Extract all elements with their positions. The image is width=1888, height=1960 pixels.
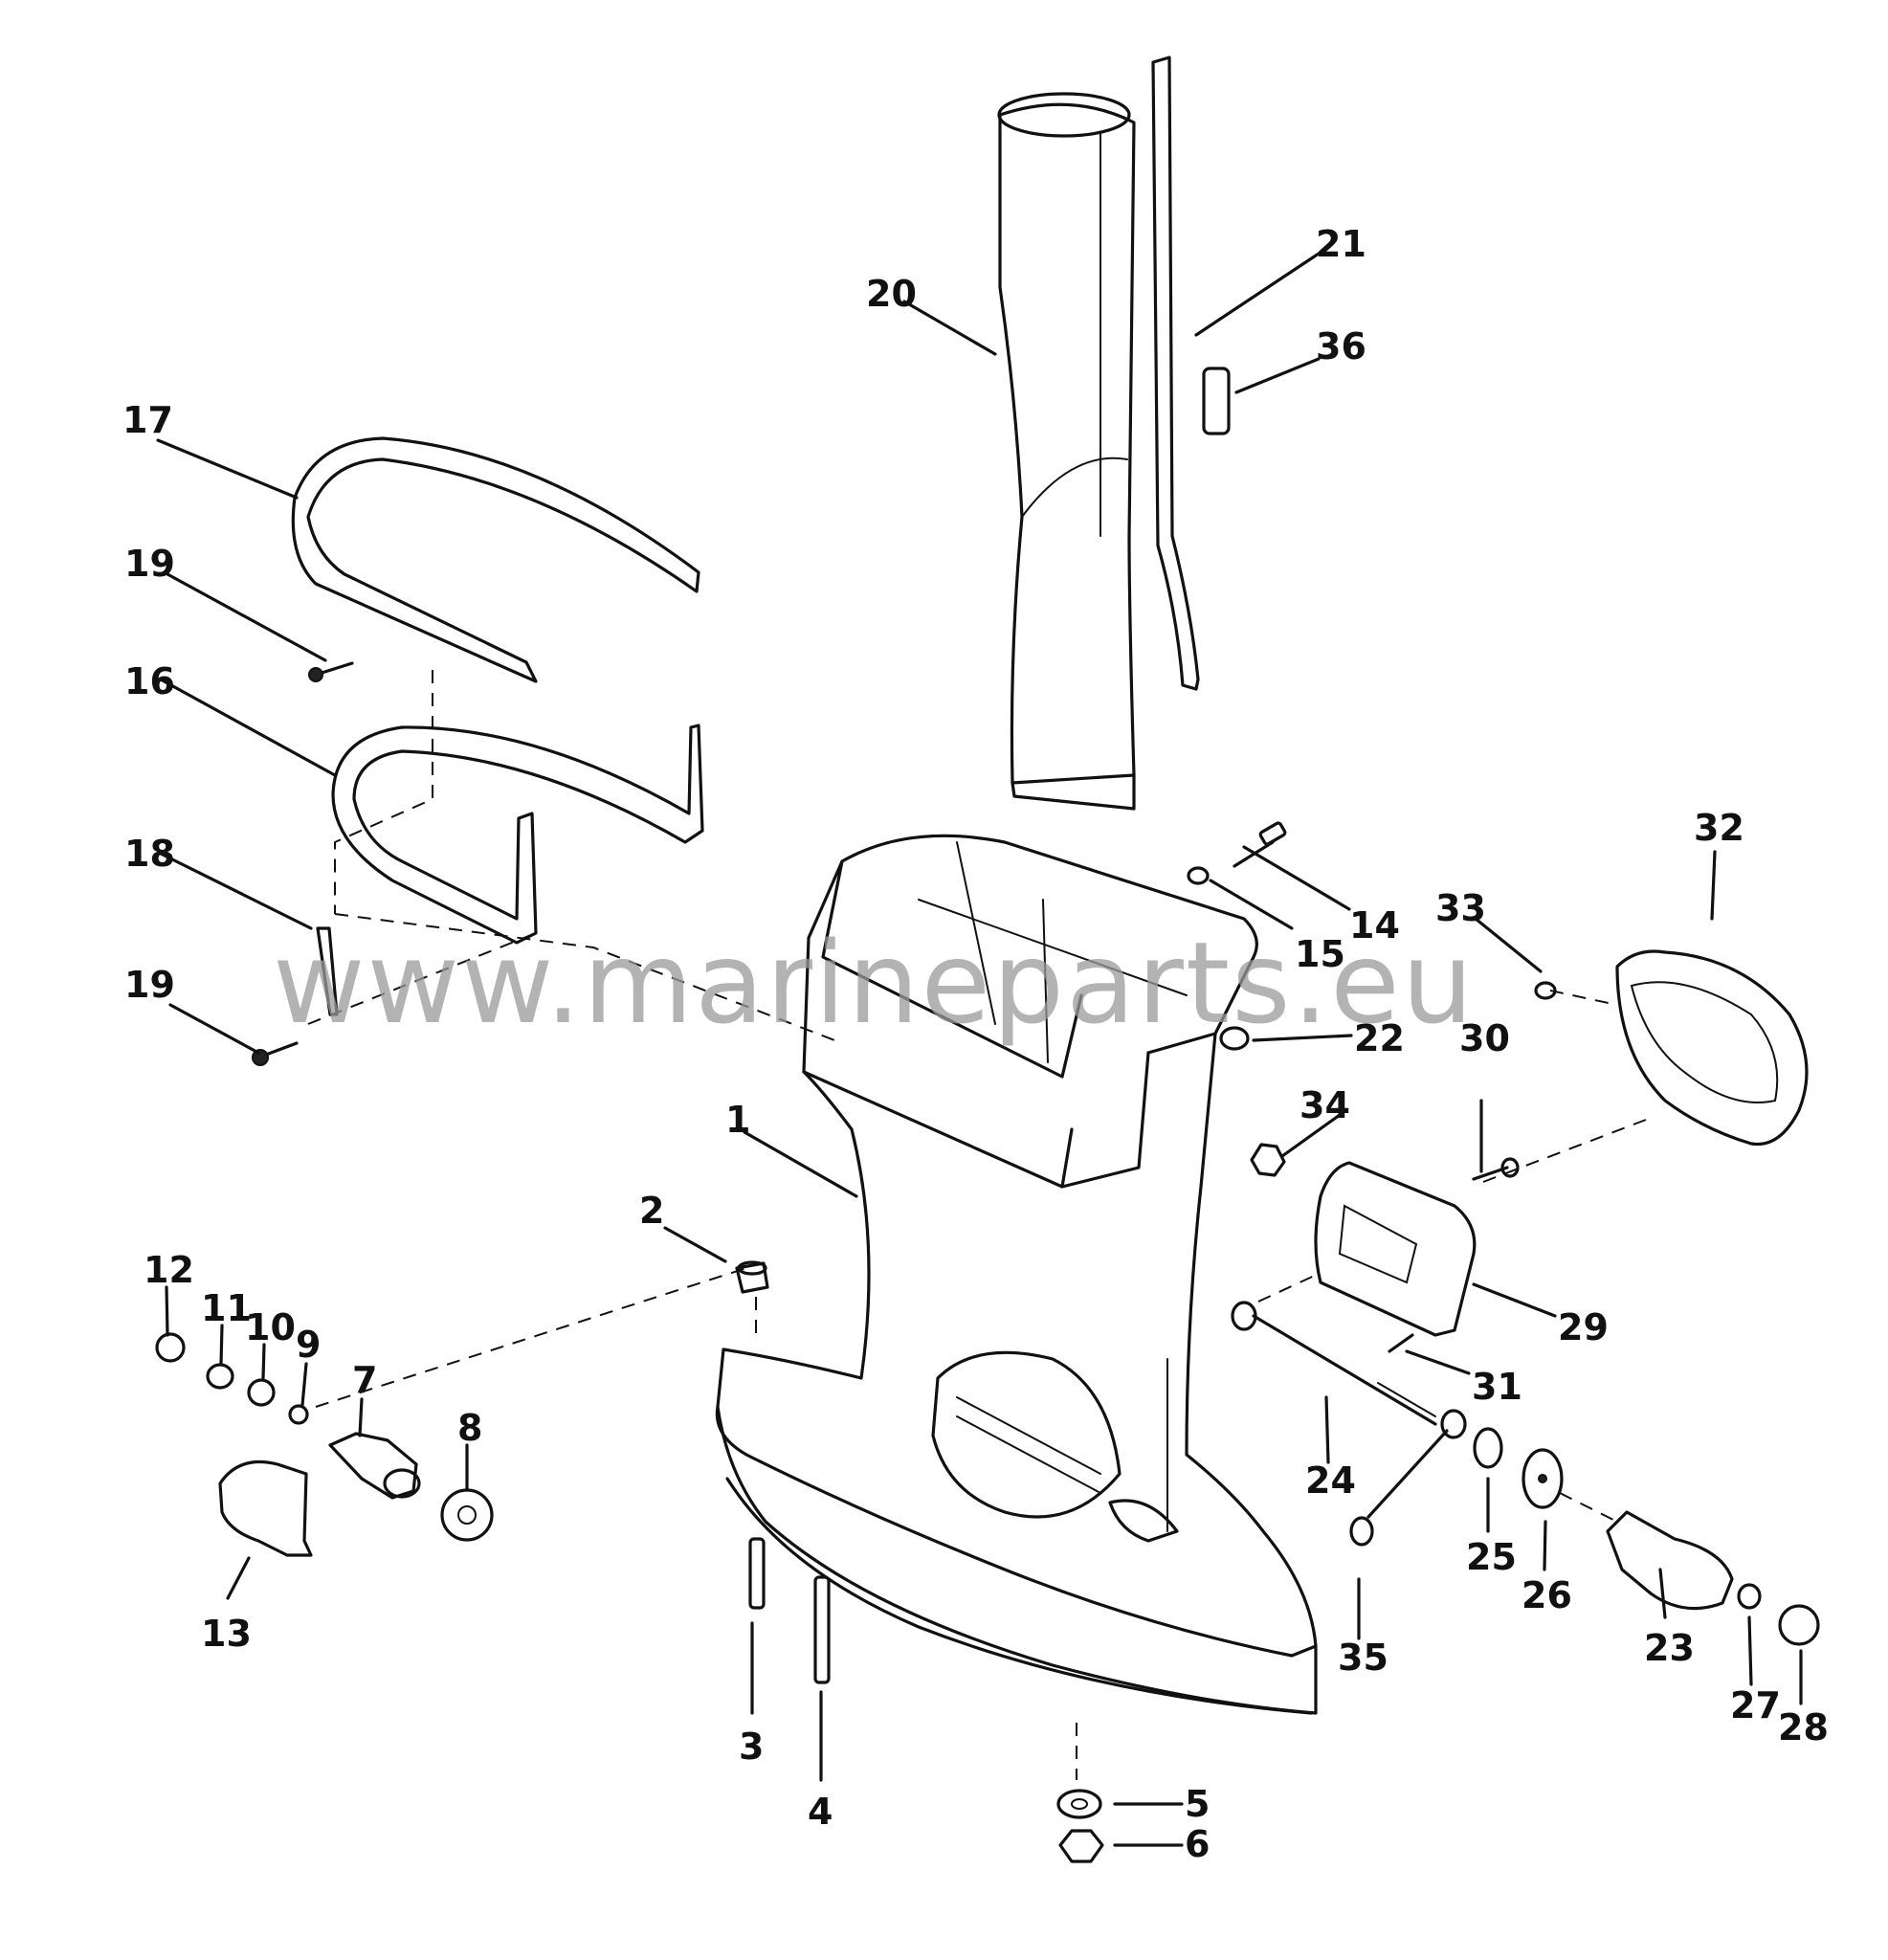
callout-29: 29: [1558, 1306, 1609, 1348]
washer-8: [440, 1488, 494, 1542]
bolt-24: [1231, 1301, 1437, 1426]
callout-26: 26: [1522, 1574, 1572, 1616]
washer-26: [1522, 1448, 1564, 1509]
upper-seal-part: [291, 436, 700, 683]
callout-5: 5: [1185, 1783, 1210, 1825]
grommet-part: [1202, 367, 1231, 435]
callout-30: 30: [1459, 1017, 1510, 1059]
callout-22: 22: [1354, 1017, 1405, 1059]
cover-part-13: [218, 1459, 313, 1557]
callout-3: 3: [739, 1726, 764, 1768]
washer-25: [1473, 1427, 1503, 1469]
drive-shaft-housing-part: [997, 92, 1136, 811]
lower-seal-part: [331, 724, 704, 945]
trim-tab-part-32: [1615, 949, 1809, 1147]
callout-17: 17: [122, 399, 173, 441]
callout-12: 12: [144, 1249, 194, 1291]
callout-19-upper: 19: [124, 543, 175, 585]
callout-2: 2: [639, 1190, 664, 1232]
callout-27: 27: [1730, 1684, 1781, 1726]
callout-19-lower: 19: [124, 964, 175, 1006]
stud-4: [813, 1575, 831, 1684]
callout-4: 4: [808, 1791, 833, 1833]
gear-housing-main-part: [715, 834, 1318, 1715]
callout-10: 10: [245, 1306, 296, 1348]
washer-15: [1187, 866, 1210, 885]
nut-6: [1058, 1829, 1104, 1863]
callout-18: 18: [124, 833, 175, 875]
screw-31: [1388, 1333, 1414, 1353]
washer-5: [1056, 1789, 1102, 1819]
anode-part-7: [328, 1432, 421, 1500]
callout-13: 13: [201, 1613, 252, 1655]
bolt-30: [1472, 1157, 1520, 1181]
alignment-lines: [307, 670, 1647, 1780]
callout-36: 36: [1316, 325, 1366, 368]
water-tube-part: [1151, 56, 1200, 691]
clip-18: [316, 926, 339, 1016]
callout-1: 1: [725, 1099, 750, 1141]
cap-28: [1778, 1604, 1820, 1646]
nut-34: [1250, 1143, 1286, 1177]
stud-3: [748, 1537, 766, 1610]
callout-14: 14: [1349, 904, 1400, 947]
callout-15: 15: [1295, 933, 1345, 975]
callout-numbers: 1 2 3 4 5 6 7 8 9 10 11 12 13 14 15 16 1…: [122, 223, 1829, 1865]
callout-20: 20: [866, 273, 917, 315]
bracket-part-29: [1314, 1161, 1477, 1337]
wire-35: [1349, 1409, 1467, 1547]
watermark-text: www.marineparts.eu: [273, 917, 1476, 1049]
plug-part-2: [735, 1260, 769, 1294]
callout-25: 25: [1466, 1536, 1517, 1578]
anode-part-23: [1606, 1510, 1734, 1611]
screw-14: [1233, 821, 1287, 868]
callout-31: 31: [1472, 1366, 1522, 1408]
nut-27: [1737, 1583, 1762, 1610]
plug-22: [1219, 1026, 1250, 1051]
callout-21: 21: [1316, 223, 1366, 265]
callout-8: 8: [457, 1407, 482, 1449]
callout-9: 9: [296, 1324, 321, 1366]
callout-7: 7: [352, 1359, 377, 1401]
callout-24: 24: [1305, 1459, 1356, 1502]
callout-35: 35: [1338, 1637, 1388, 1679]
callout-23: 23: [1644, 1627, 1695, 1669]
screw-19-lower: [252, 1041, 299, 1066]
callout-6: 6: [1185, 1823, 1210, 1865]
callout-11: 11: [201, 1287, 252, 1329]
screw-19-upper: [308, 661, 354, 682]
callout-33: 33: [1435, 887, 1486, 929]
bolt-33: [1534, 981, 1557, 1000]
callout-34: 34: [1299, 1084, 1350, 1126]
leader-lines: [156, 252, 1803, 1847]
callout-32: 32: [1694, 807, 1744, 849]
callout-28: 28: [1778, 1706, 1829, 1748]
callout-16: 16: [124, 660, 175, 702]
